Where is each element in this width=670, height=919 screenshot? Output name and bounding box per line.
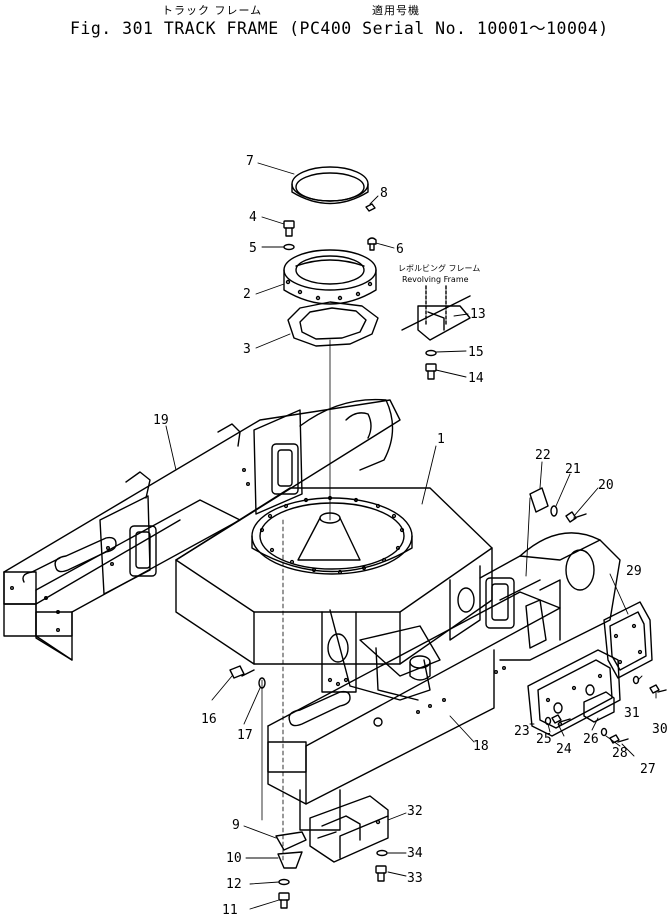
part-label-14: 14 <box>468 371 484 386</box>
part-6-bolt <box>367 237 377 251</box>
part-label-25: 25 <box>536 732 552 747</box>
part-label-23: 23 <box>514 724 530 739</box>
part-16-bolt <box>229 665 255 679</box>
part-label-7: 7 <box>246 154 254 169</box>
revolving-frame-jp-label: レボルビング フレーム <box>398 263 480 273</box>
part-17-washer <box>258 677 266 689</box>
part-28-washer <box>600 727 608 737</box>
part-label-28: 28 <box>612 746 628 761</box>
part-label-33: 33 <box>407 871 423 886</box>
part-label-20: 20 <box>598 478 614 493</box>
part-label-6: 6 <box>396 242 404 257</box>
part-26-plate <box>527 649 621 737</box>
part-27-bolt <box>609 734 629 744</box>
part-1-center-frame <box>175 487 493 701</box>
part-label-11: 11 <box>222 903 238 918</box>
part-label-5: 5 <box>249 241 257 256</box>
part-23-block <box>583 691 615 723</box>
figure-title: Fig. 301 TRACK FRAME (PC400 Serial No. 1… <box>70 19 609 38</box>
part-label-8: 8 <box>380 186 388 201</box>
serial-japanese: 適用号機 <box>372 4 420 17</box>
part-label-3: 3 <box>243 342 251 357</box>
part-label-32: 32 <box>407 804 423 819</box>
title-japanese: トラック フレーム <box>162 4 263 17</box>
part-8-clip <box>365 203 376 212</box>
part-label-2: 2 <box>243 287 251 302</box>
part-label-9: 9 <box>232 818 240 833</box>
part-32-bracket <box>309 795 389 863</box>
revolving-frame-en-label: Revolving Frame <box>402 275 469 284</box>
part-label-29: 29 <box>626 564 642 579</box>
part-10-plate <box>277 851 303 869</box>
part-4-bolt <box>283 220 295 237</box>
part-label-27: 27 <box>640 762 656 777</box>
part-12-washer <box>278 878 290 886</box>
part-19-left-track-frame <box>3 398 401 661</box>
part-20-bolt <box>565 511 587 523</box>
part-11-bolt <box>278 892 290 909</box>
part-33-bolt <box>375 865 387 882</box>
part-30-bolt <box>649 684 667 694</box>
leader-lines <box>165 162 657 910</box>
part-21-washer <box>550 505 558 517</box>
part-label-17: 17 <box>237 728 253 743</box>
part-2-swing-ring <box>283 249 377 305</box>
part-label-26: 26 <box>583 732 599 747</box>
part-label-31: 31 <box>624 706 640 721</box>
part-29-cover-plate <box>603 601 653 679</box>
part-label-16: 16 <box>201 712 217 727</box>
part-label-18: 18 <box>473 739 489 754</box>
part-3-gasket <box>287 301 379 347</box>
part-24-bolt <box>551 714 571 724</box>
part-label-10: 10 <box>226 851 242 866</box>
part-5-washer <box>283 243 295 251</box>
part-label-22: 22 <box>535 448 551 463</box>
part-34-washer <box>376 849 388 857</box>
part-18-right-track-frame <box>267 532 621 831</box>
part-label-24: 24 <box>556 742 572 757</box>
part-label-34: 34 <box>407 846 423 861</box>
part-label-21: 21 <box>565 462 581 477</box>
part-label-15: 15 <box>468 345 484 360</box>
part-22-bushing <box>529 487 549 513</box>
part-label-13: 13 <box>470 307 486 322</box>
part-label-12: 12 <box>226 877 242 892</box>
title-japanese-row: トラック フレーム 適用号機 <box>0 2 670 17</box>
part-label-30: 30 <box>652 722 668 737</box>
revolving-frame-bracket <box>401 285 471 380</box>
part-9-plate <box>275 831 307 851</box>
part-label-4: 4 <box>249 210 257 225</box>
part-number-labels: 1 2 3 4 5 6 7 8 9 10 11 12 13 14 15 16 1… <box>153 154 668 918</box>
part-7-ring <box>291 166 369 205</box>
part-label-1: 1 <box>437 432 445 447</box>
part-label-19: 19 <box>153 413 169 428</box>
